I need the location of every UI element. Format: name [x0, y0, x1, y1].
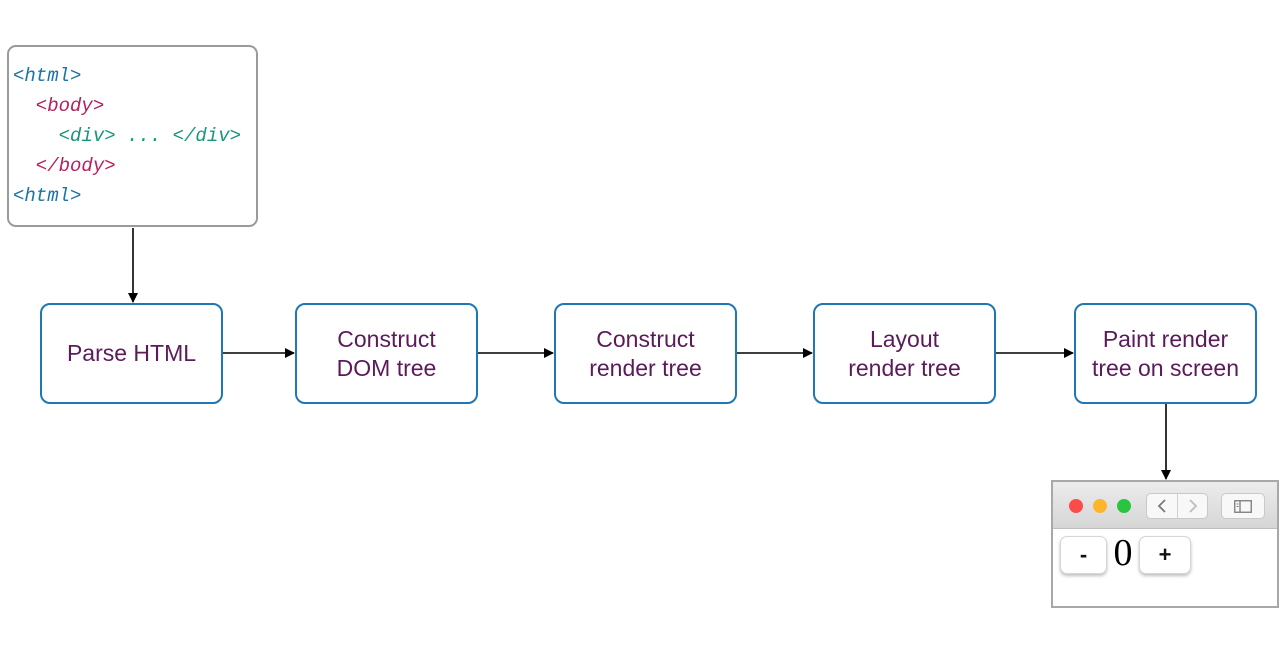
step-label-line2: tree on screen [1091, 354, 1240, 381]
browser-window: - 0 + [1051, 480, 1279, 608]
code-line-body-open: <body> [13, 95, 105, 117]
nav-button-group [1146, 493, 1208, 519]
step-label: Parse HTML [66, 340, 197, 366]
code-line-html-open: <html> [13, 65, 82, 87]
code-line-body-close: </body> [13, 155, 116, 177]
step-label-line2: render tree [848, 354, 961, 381]
chevron-right-icon [1189, 499, 1198, 513]
browser-titlebar [1053, 482, 1277, 529]
code-line-html-close: <html> [13, 185, 82, 207]
step-label-line1: Layout [869, 325, 940, 352]
chevron-left-icon [1157, 499, 1166, 513]
sidebar-toggle-button[interactable] [1221, 493, 1265, 519]
close-dot-icon[interactable] [1069, 499, 1083, 513]
step-parse-html: Parse HTML [40, 303, 223, 404]
code-line-div: <div> ... </div> [13, 125, 242, 147]
forward-button[interactable] [1178, 494, 1208, 518]
back-button[interactable] [1147, 494, 1178, 518]
increment-button[interactable]: + [1139, 536, 1191, 574]
step-label-line2: render tree [589, 354, 702, 381]
counter-value: 0 [1113, 532, 1133, 574]
sidebar-icon [1234, 499, 1252, 513]
step-label-line1: Construct [596, 325, 695, 352]
step-label-line2: DOM tree [336, 354, 437, 381]
step-label-line1: Paint render [1102, 325, 1229, 352]
maximize-dot-icon[interactable] [1117, 499, 1131, 513]
minimize-dot-icon[interactable] [1093, 499, 1107, 513]
decrement-button[interactable]: - [1060, 536, 1107, 574]
step-label-line1: Construct [337, 325, 436, 352]
html-code-snippet: <html> <body> <div> ... </div> </body> <… [7, 45, 258, 227]
